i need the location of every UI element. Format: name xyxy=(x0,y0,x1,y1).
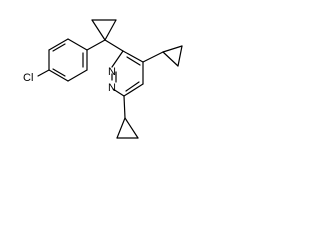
chlorophenyl-ring xyxy=(48,38,88,82)
bottom-cyclopropyl-group xyxy=(116,95,139,139)
bond-cyclopropyl-phenyl xyxy=(86,39,106,51)
pyridazine-ring xyxy=(111,50,144,97)
bond-phenyl-chlorine xyxy=(37,69,50,77)
nitrogen-label-lower: N xyxy=(108,82,116,94)
bond-cyclopropyl-pyridazine xyxy=(104,39,124,52)
chemical-structure: Cl N N xyxy=(23,19,183,139)
central-cyclopropane-ring xyxy=(91,19,117,41)
chlorine-label: Cl xyxy=(23,72,33,84)
nitrogen-label-upper: N xyxy=(108,66,116,78)
right-cyclopropyl-group xyxy=(142,45,183,67)
